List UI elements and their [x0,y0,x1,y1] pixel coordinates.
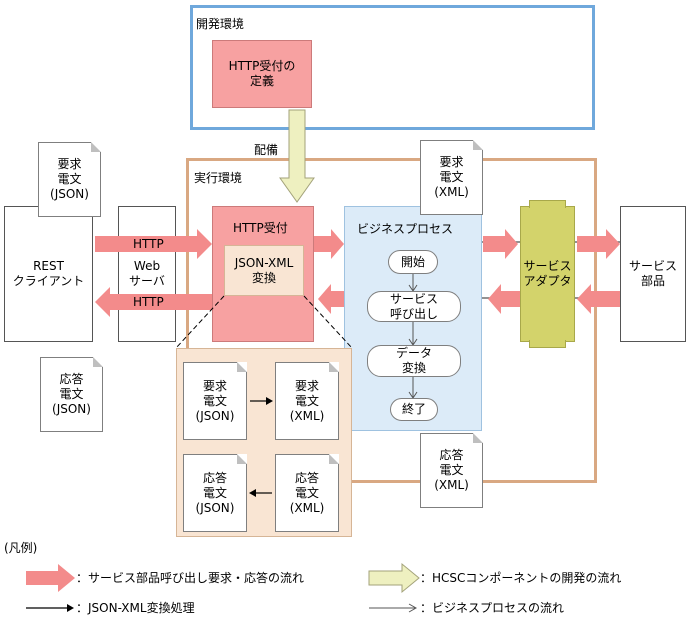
adapter-notch-top [529,200,566,208]
process-end-node[interactable]: 終了 [390,398,438,421]
adapter-notch-bottom [529,340,566,348]
json-xml-convert-box[interactable]: JSON-XML 変換 [224,245,304,296]
process-data-convert-node[interactable]: データ 変換 [367,345,461,377]
service-component-box[interactable]: サービス 部品 [620,206,686,342]
page-fold-corner [473,433,483,443]
legend-black-arrow-text: ：JSON-XML変換処理 [76,601,195,615]
detail-response-json-doc: 応答 電文 (JSON) [183,454,247,532]
process-service-call-node[interactable]: サービス 呼び出し [367,291,461,322]
page-fold-corner [237,454,247,464]
page-fold-corner [91,142,101,152]
web-server-box[interactable]: Web サーバ [118,206,176,342]
http-definition-box[interactable]: HTTP受付の 定義 [212,40,312,108]
detail-request-json-doc: 要求 電文 (JSON) [183,362,247,440]
page-fold-corner [329,454,339,464]
business-process-title: ビジネスプロセス [357,222,454,236]
service-adapter-box[interactable]: サービス アダプタ [520,206,575,342]
http-reception-label: HTTP受付 [233,221,288,235]
legend-title: (凡例) [4,541,38,555]
legend-pink-arrow-text: ：サービス部品呼び出し要求・応答の流れ [76,571,305,585]
page-fold-corner [329,362,339,372]
process-start-node[interactable]: 開始 [388,250,438,274]
page-fold-corner [93,357,103,367]
response-xml-doc-bottom: 応答 電文 (XML) [420,433,483,508]
page-fold-corner [473,140,483,150]
http-response-label: HTTP [133,295,164,309]
legend-yellow-arrow-text: ：HCSCコンポーネントの開発の流れ [420,571,622,585]
legend-open-arrow-text: ：ビジネスプロセスの流れ [420,601,565,615]
http-request-label: HTTP [133,237,164,251]
request-xml-doc-top: 要求 電文 (XML) [420,140,483,215]
detail-request-xml-doc: 要求 電文 (XML) [275,362,339,440]
detail-response-xml-doc: 応答 電文 (XML) [275,454,339,532]
request-json-doc-top: 要求 電文 (JSON) [38,142,101,217]
page-fold-corner [237,362,247,372]
dev-environment-frame [190,5,595,130]
response-json-doc-left: 応答 電文 (JSON) [40,357,103,432]
exec-environment-label: 実行環境 [194,171,243,185]
dev-environment-label: 開発環境 [196,17,245,31]
exec-environment-frame [186,158,597,483]
deploy-label: 配備 [254,143,279,157]
